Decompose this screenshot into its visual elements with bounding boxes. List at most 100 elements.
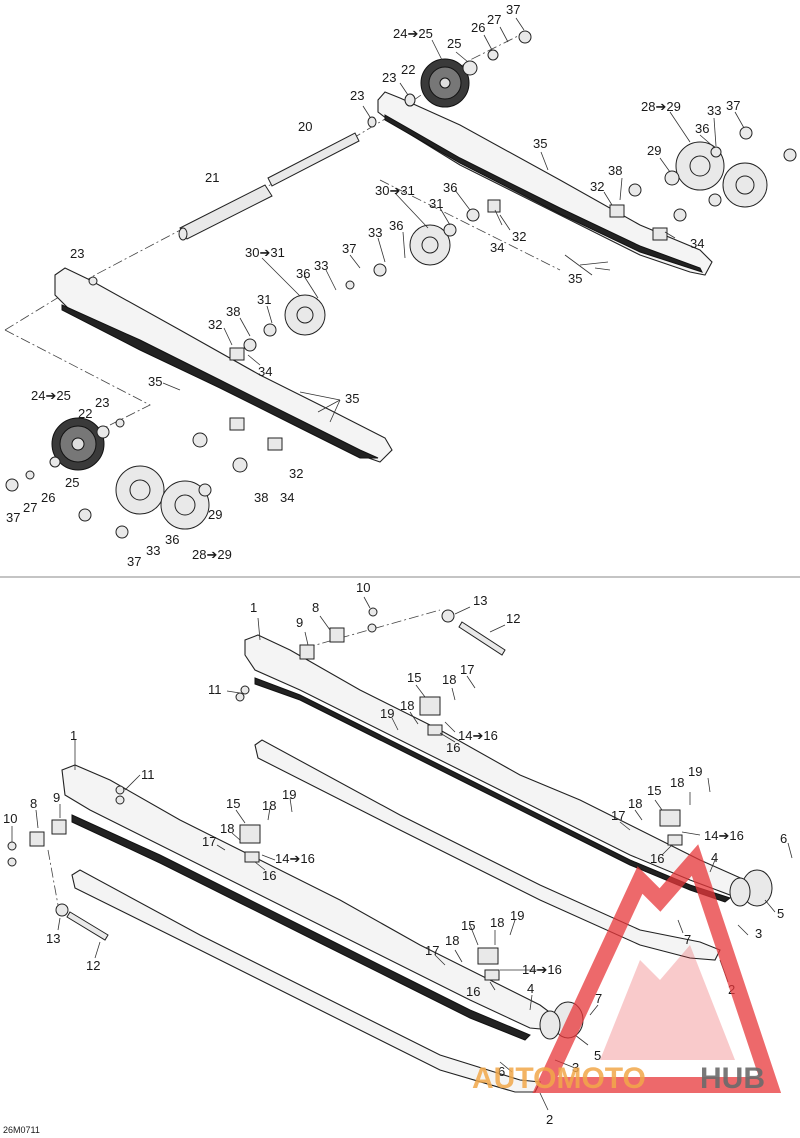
callout: 17: [425, 943, 439, 958]
callout: 14➔16: [458, 728, 498, 743]
callout: 38: [608, 163, 622, 178]
callout: 1: [250, 600, 257, 615]
callout: 19: [282, 787, 296, 802]
callout: 10: [3, 811, 17, 826]
callout: 1: [70, 728, 77, 743]
callout: 18: [400, 698, 414, 713]
callout: 17: [611, 808, 625, 823]
callout: 37: [726, 98, 740, 113]
callout: 37: [6, 510, 20, 525]
wheel-28-29-top: [675, 141, 768, 208]
callout: 23: [70, 246, 84, 261]
callout: 22: [78, 406, 92, 421]
callout: 30➔31: [245, 245, 285, 260]
callout: 28➔29: [641, 99, 681, 114]
callout: 23: [350, 88, 364, 103]
callout: 29: [208, 507, 222, 522]
leader-lines-top: [162, 17, 745, 423]
callout: 9: [53, 790, 60, 805]
callout: 31: [429, 196, 443, 211]
callout: 3: [755, 926, 762, 941]
axis-line-bottom: [47, 609, 441, 906]
slide-rail-front: [61, 764, 561, 1041]
callout: 11: [141, 767, 155, 782]
callout: 18: [220, 821, 234, 836]
callout: 25: [65, 475, 79, 490]
callout: 25: [447, 36, 461, 51]
callout: 34: [280, 490, 294, 505]
callout: 12: [86, 958, 100, 973]
callout: 32: [512, 229, 526, 244]
watermark-logo: [532, 844, 782, 1093]
callout: 36: [443, 180, 457, 195]
callout: 35: [148, 374, 162, 389]
end-cap-rear: [729, 869, 773, 907]
callouts-bottom: 10 13 12 1 8 9 11 15 17 18 19 18 14➔16 1…: [3, 580, 787, 1127]
upper-slide-rail: [377, 91, 713, 276]
callout: 33: [368, 225, 382, 240]
callout: 15: [226, 796, 240, 811]
callout: 13: [473, 593, 487, 608]
callout: 19: [380, 706, 394, 721]
watermark-triangle-icon: [532, 844, 782, 1093]
callout: 13: [46, 931, 60, 946]
callout: 22: [401, 62, 415, 77]
callout: 24➔25: [31, 388, 71, 403]
idler-wheel-top: [420, 58, 470, 108]
callout: 7: [595, 991, 602, 1006]
callout: 5: [594, 1048, 601, 1063]
brackets-32-34: [229, 199, 668, 451]
callout: 15: [647, 783, 661, 798]
shaft-20: [267, 132, 360, 187]
callout: 36: [389, 218, 403, 233]
slider-strip-rear: [254, 739, 721, 961]
wheel-30-31-mid: [409, 224, 451, 266]
callout: 33: [314, 258, 328, 273]
callout: 35: [533, 136, 547, 151]
callout: 2: [546, 1112, 553, 1127]
callout: 32: [208, 317, 222, 332]
callout: 16: [446, 740, 460, 755]
callout: 23: [95, 395, 109, 410]
callout: 18: [445, 933, 459, 948]
callout: 19: [510, 908, 524, 923]
callout: 10: [356, 580, 370, 595]
callout: 26: [41, 490, 55, 505]
callout: 34: [490, 240, 504, 255]
callout: 21: [205, 170, 219, 185]
callout: 8: [30, 796, 37, 811]
figure-code: 26M0711: [3, 1125, 40, 1135]
wheel-30-31-left: [284, 294, 326, 336]
callout: 4: [527, 981, 534, 996]
callout: 28➔29: [192, 547, 232, 562]
callout: 15: [407, 670, 421, 685]
callout: 17: [202, 834, 216, 849]
slide-rail-rear: [244, 634, 749, 903]
callout: 37: [342, 241, 356, 256]
callout: 24➔25: [393, 26, 433, 41]
callout: 26: [471, 20, 485, 35]
callout: 16: [466, 984, 480, 999]
callout: 6: [498, 1064, 505, 1079]
callout: 36: [695, 121, 709, 136]
callout: 15: [461, 918, 475, 933]
callout: 6: [780, 831, 787, 846]
callout: 38: [226, 304, 240, 319]
callout: 20: [298, 119, 312, 134]
callout: 36: [296, 266, 310, 281]
callout: 23: [382, 70, 396, 85]
callout: 18: [442, 672, 456, 687]
callout: 19: [688, 764, 702, 779]
callout: 32: [590, 179, 604, 194]
callouts-top: 24➔25 25 26 27 37 22 23 23 20 28➔29 33 3…: [6, 2, 740, 569]
watermark-text-b: HUB: [700, 1062, 765, 1095]
callout: 7: [684, 932, 691, 947]
callout: 30➔31: [375, 183, 415, 198]
idler-wheel-left: [51, 417, 105, 471]
callout: 17: [460, 662, 474, 677]
callout: 5: [777, 906, 784, 921]
callout: 11: [208, 682, 222, 697]
callout: 16: [262, 868, 276, 883]
